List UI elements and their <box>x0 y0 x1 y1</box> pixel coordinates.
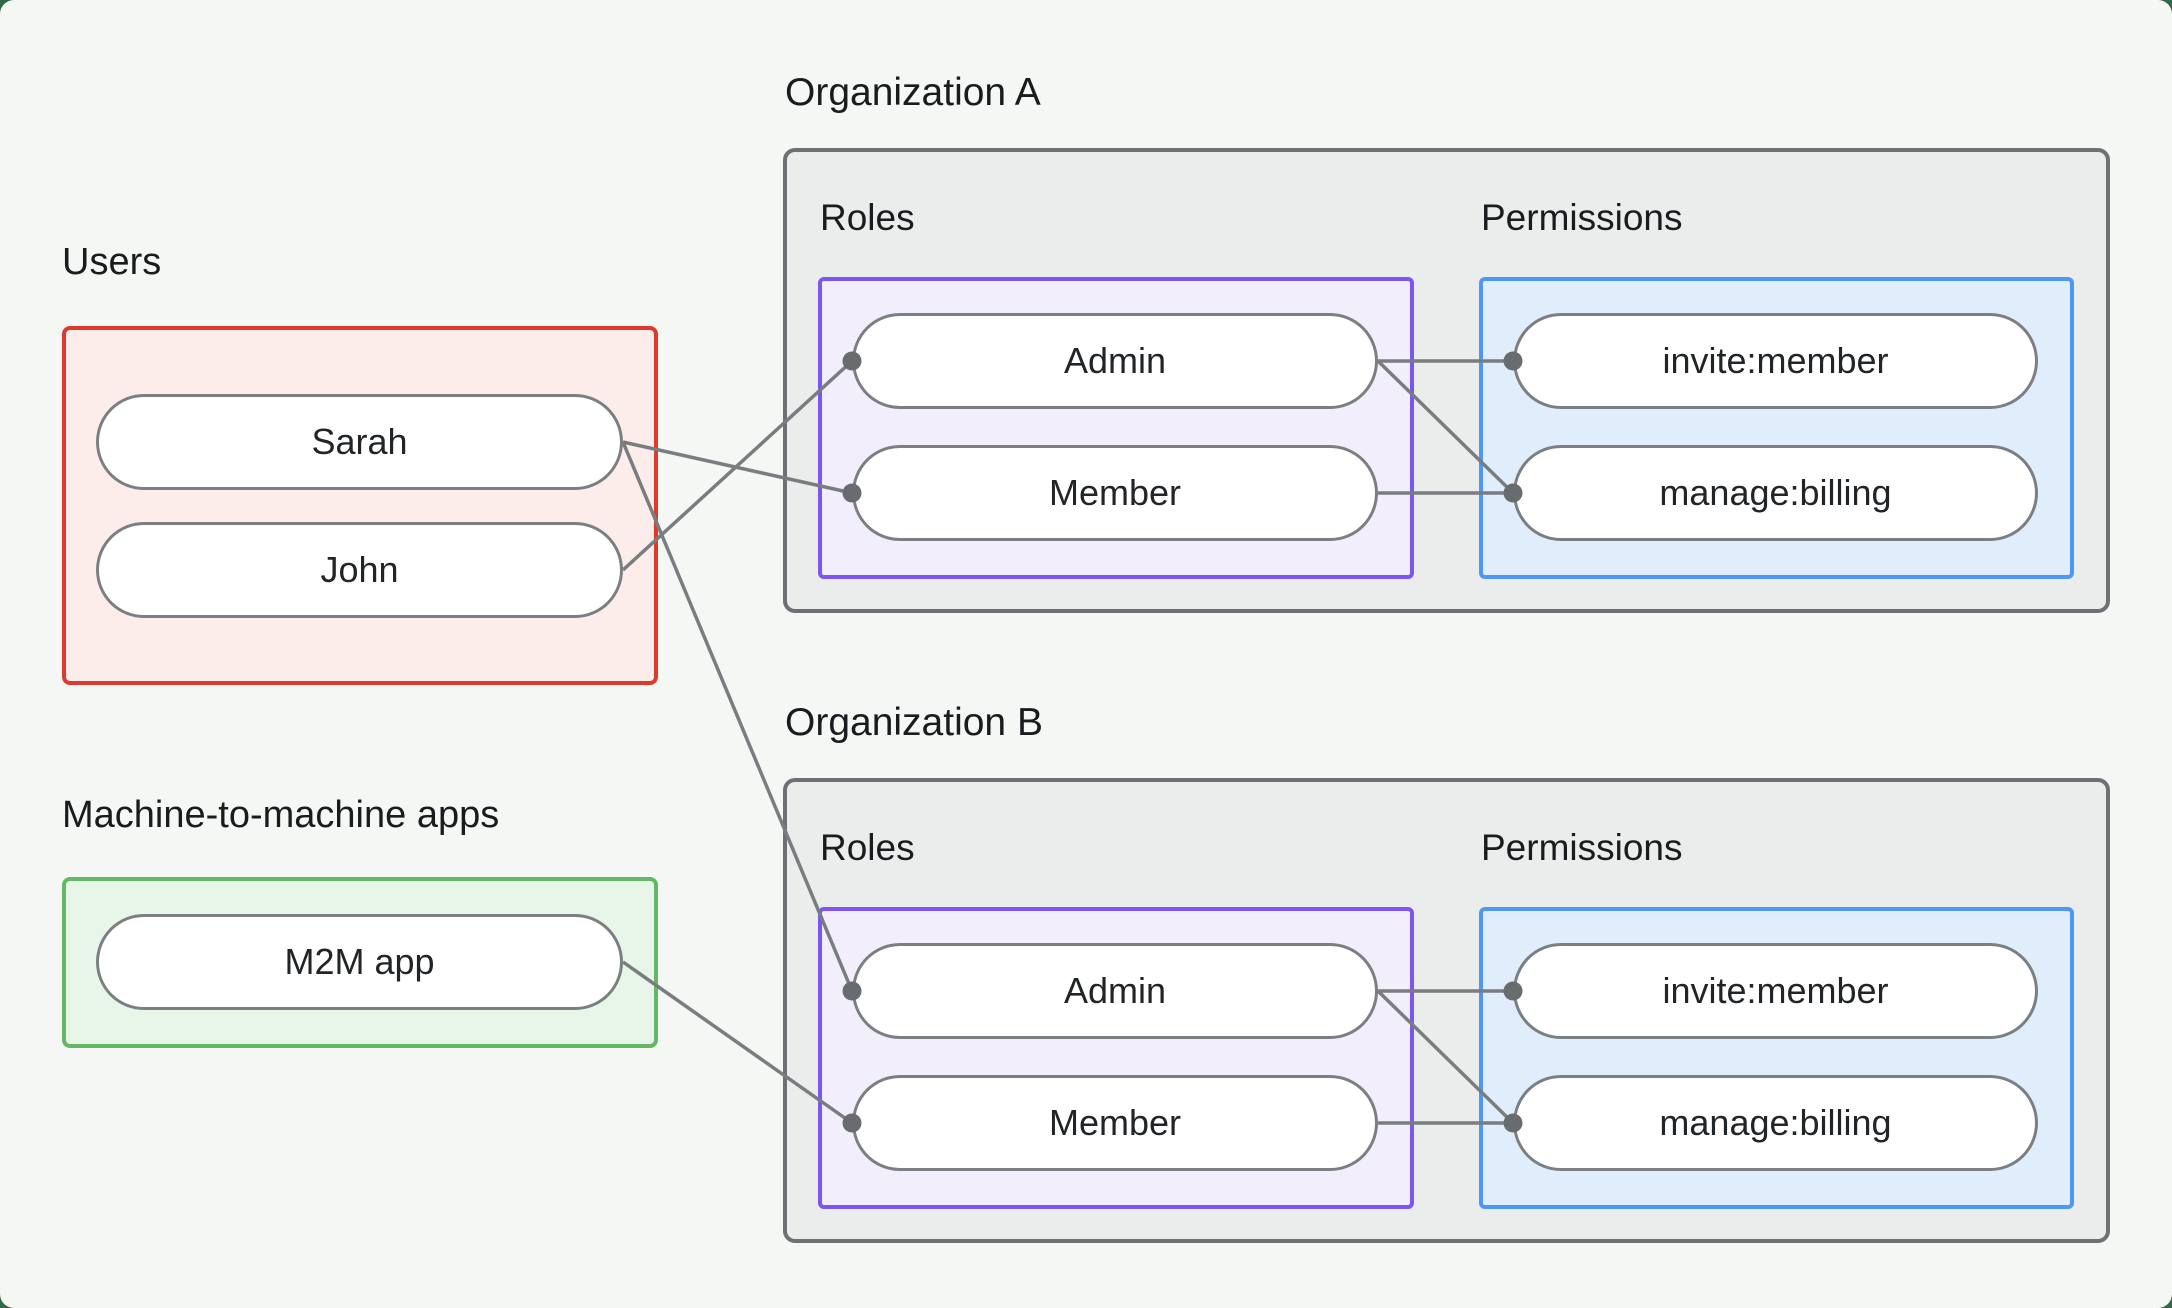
m2m-node-app: M2M app <box>96 914 623 1010</box>
user-node-john: John <box>96 522 623 618</box>
m2m-group-label: Machine-to-machine apps <box>62 794 500 836</box>
org-a-role-member: Member <box>852 445 1378 541</box>
org-b-role-member: Member <box>852 1075 1378 1171</box>
users-group-label: Users <box>62 241 162 283</box>
org-b-roles-label: Roles <box>820 827 915 868</box>
org-b-permission-invite-member: invite:member <box>1513 943 2038 1039</box>
org-a-title: Organization A <box>785 71 1041 114</box>
org-b-title: Organization B <box>785 701 1043 744</box>
user-node-sarah: Sarah <box>96 394 623 490</box>
org-b-permissions-label: Permissions <box>1481 827 1683 868</box>
org-a-permission-invite-member: invite:member <box>1513 313 2038 409</box>
org-b-role-admin: Admin <box>852 943 1378 1039</box>
org-a-permissions-label: Permissions <box>1481 197 1683 238</box>
org-a-role-admin: Admin <box>852 313 1378 409</box>
org-a-roles-label: Roles <box>820 197 915 238</box>
org-a-permission-manage-billing: manage:billing <box>1513 445 2038 541</box>
org-b-permission-manage-billing: manage:billing <box>1513 1075 2038 1171</box>
users-group-box <box>62 326 658 685</box>
